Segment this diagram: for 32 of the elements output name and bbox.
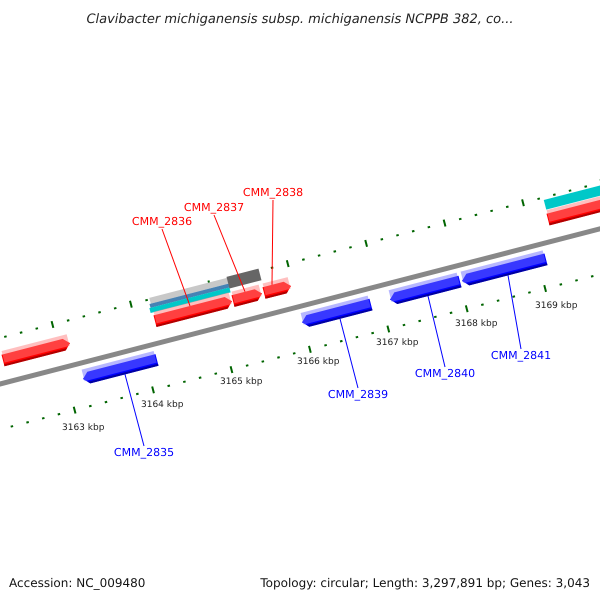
gene-label: CMM_2839 <box>328 388 388 402</box>
gene-label: CMM_2840 <box>414 367 476 381</box>
leader-line <box>124 374 144 446</box>
tick-label: 3167 kbp <box>376 337 418 350</box>
gene-label: CMM_2835 <box>114 446 174 460</box>
gene-block <box>262 277 291 299</box>
gene-block <box>388 272 462 304</box>
leader-line <box>428 296 446 368</box>
gene-block <box>546 194 600 226</box>
gene-block <box>232 284 262 307</box>
gene-label: CMM_2836 <box>132 215 192 229</box>
footer-text: Accession: NC_009480 <box>9 575 146 592</box>
tick-label: 3166 kbp <box>297 356 340 369</box>
gene-label: CMM_2841 <box>490 349 552 363</box>
title: Clavibacter michiganensis subsp. michiganensis NCPPB 382, co... <box>85 11 515 29</box>
tick-label: 3169 kbp <box>535 300 578 313</box>
gene-label: CMM_2838 <box>242 186 304 200</box>
gene-block <box>154 292 232 327</box>
leader-line <box>340 318 358 388</box>
tick-label: 3165 kbp <box>220 376 262 389</box>
footer-text: Topology: circular; Length: 3,297,891 bp; Genes: 3,043 <box>260 575 590 592</box>
leader-line <box>214 214 246 292</box>
gene-block <box>460 250 548 286</box>
gene-block <box>2 334 70 366</box>
tick-label: 3163 kbp <box>62 422 104 435</box>
gene-block <box>82 350 158 384</box>
tick-label: 3168 kbp <box>455 318 498 331</box>
gene-label: CMM_2837 <box>184 201 244 215</box>
leader-line <box>508 274 522 350</box>
gene-block <box>300 296 372 327</box>
leader-line <box>162 228 190 306</box>
tick-label: 3164 kbp <box>141 399 184 412</box>
